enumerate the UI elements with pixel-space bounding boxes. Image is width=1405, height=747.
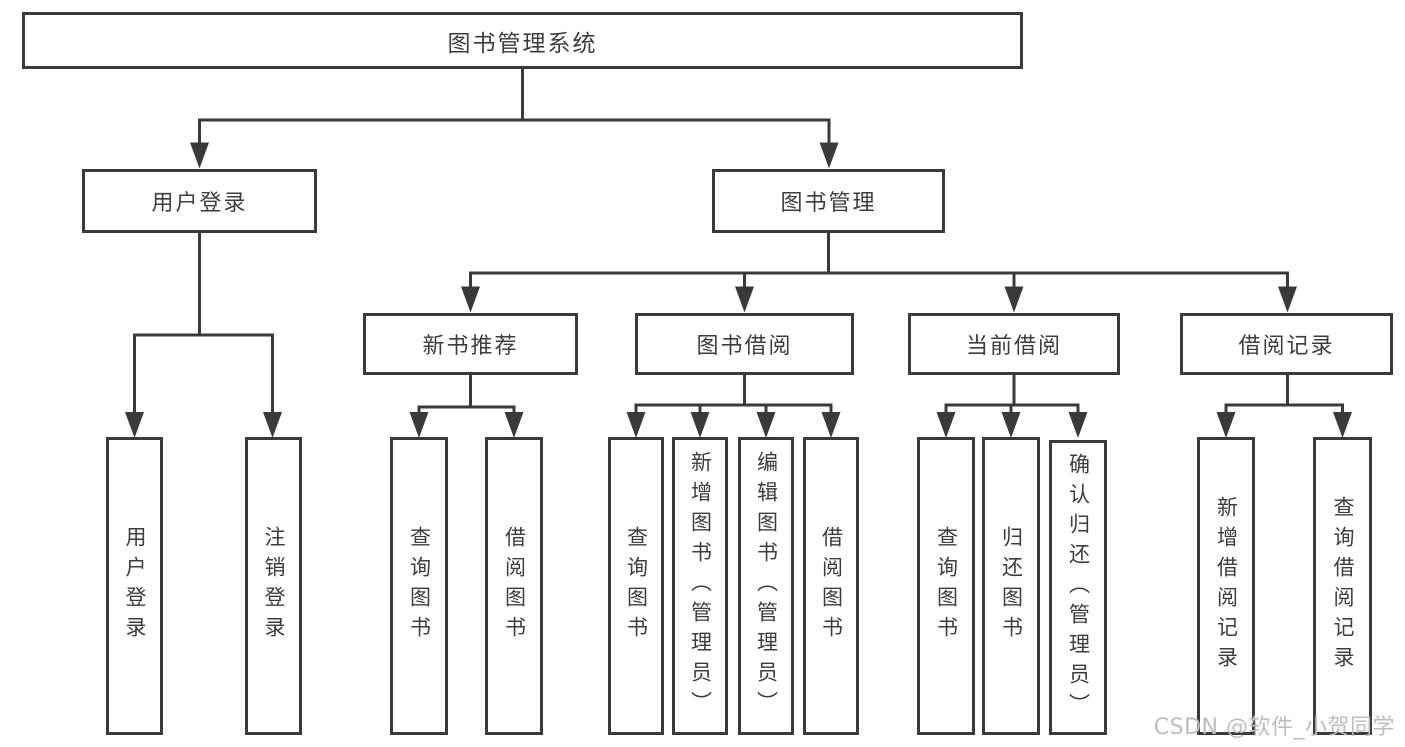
leaf-label: 查询图书 (407, 526, 432, 646)
leaf-label: 查询借阅记录 (1331, 496, 1355, 676)
leaf-logout: 注销登录 (245, 437, 302, 735)
leaf-query-books-recommend: 查询图书 (390, 437, 448, 735)
node-new-book-recommend: 新书推荐 (363, 313, 578, 375)
leaf-borrow-books-recommend: 借阅图书 (485, 437, 543, 735)
leaf-label: 用户登录 (123, 526, 147, 646)
leaf-label: 查询图书 (934, 526, 959, 646)
leaf-edit-book-admin: 编辑图书（管理员） (738, 437, 794, 735)
leaf-label: 新增借阅记录 (1214, 496, 1239, 676)
leaf-label: 新增图书（管理员） (688, 451, 713, 721)
leaf-return-books: 归还图书 (982, 437, 1040, 735)
node-user-login: 用户登录 (82, 169, 317, 233)
leaf-user-login: 用户登录 (106, 437, 163, 735)
node-borrowing-records: 借阅记录 (1180, 313, 1393, 375)
leaf-confirm-return-admin: 确认归还（管理员） (1049, 440, 1107, 735)
leaf-label: 注销登录 (262, 526, 286, 646)
leaf-query-books-current: 查询图书 (917, 437, 975, 735)
leaf-label: 借阅图书 (819, 526, 844, 646)
leaf-label: 编辑图书（管理员） (754, 451, 779, 721)
watermark: CSDN @软件_小贺同学 (1153, 715, 1395, 740)
node-library-system: 图书管理系统 (22, 12, 1023, 69)
leaf-query-books-borrowing: 查询图书 (608, 437, 664, 735)
leaf-add-book-admin: 新增图书（管理员） (672, 437, 728, 735)
leaf-label: 查询图书 (624, 526, 649, 646)
leaf-borrow-books-borrowing: 借阅图书 (803, 437, 859, 735)
leaf-label: 借阅图书 (502, 526, 527, 646)
leaf-label: 归还图书 (999, 526, 1024, 646)
node-current-borrowing: 当前借阅 (908, 313, 1120, 375)
leaf-add-borrow-record: 新增借阅记录 (1197, 437, 1255, 735)
leaf-query-borrow-record: 查询借阅记录 (1313, 437, 1372, 735)
leaf-label: 确认归还（管理员） (1066, 452, 1091, 723)
node-book-borrowing: 图书借阅 (635, 313, 854, 375)
node-book-management: 图书管理 (712, 169, 945, 233)
